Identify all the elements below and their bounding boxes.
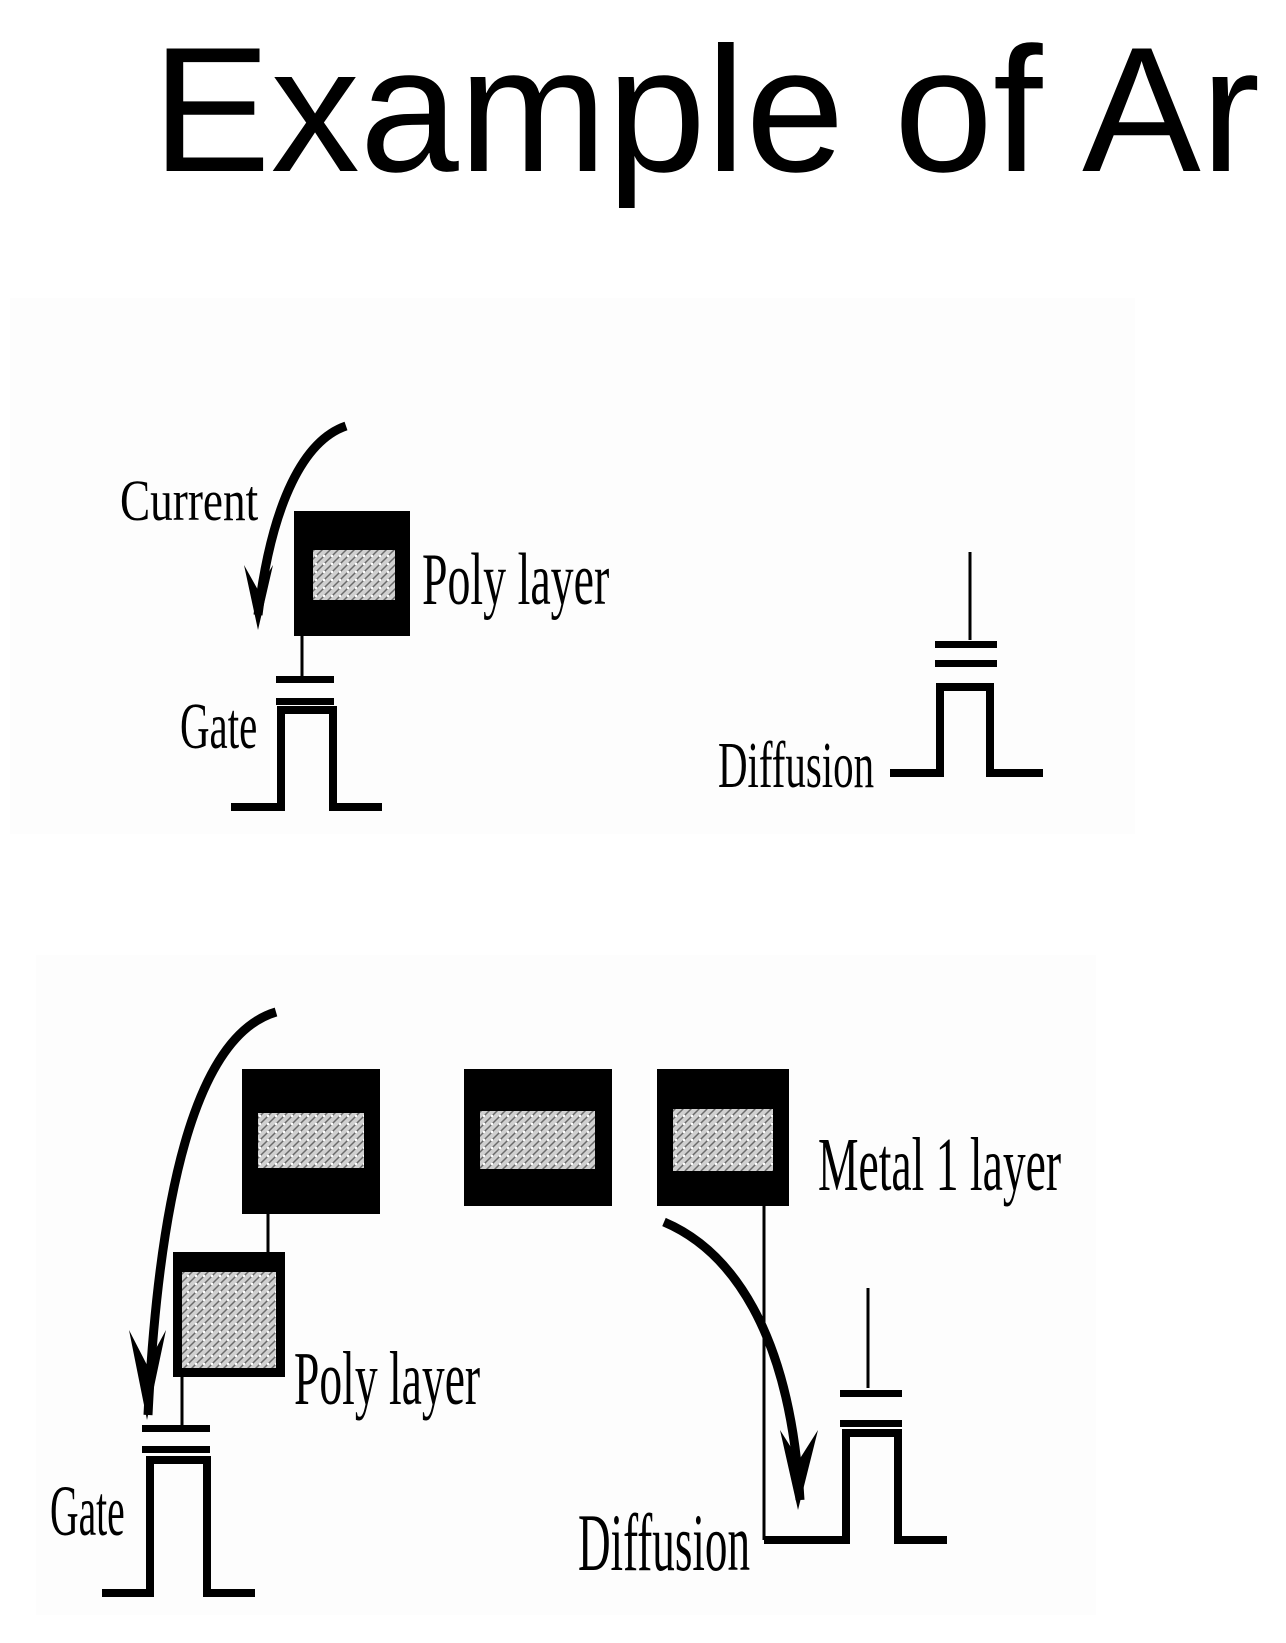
bottom-gate-label: Gate [50,1471,125,1552]
current-label: Current [120,470,259,534]
top-gate-label: Gate [180,689,257,762]
top-poly-block [294,511,410,636]
bottom-diffusion-label: Diffusion [578,1498,750,1588]
metal-1-layer-label: Metal 1 layer [818,1122,1061,1207]
metal-block-2 [464,1069,612,1206]
top-current-arrow [244,421,348,630]
metal-block-1 [242,1069,380,1214]
bottom-diffusion-transistor [764,1288,947,1544]
slide-title: Example of Ar [152,10,1261,209]
bottom-current-arrow-left [129,1007,278,1420]
bottom-diffusion-wire-and-arrow [662,1206,818,1540]
top-poly-label: Poly layer [422,539,609,621]
top-gate-transistor [231,636,382,811]
bottom-poly-label: Poly layer [294,1336,480,1421]
top-diffusion-label: Diffusion [718,728,874,801]
bottom-poly-block [173,1252,285,1377]
top-diffusion-transistor [890,552,1043,777]
bottom-gate-transistor [102,1377,255,1597]
top-diagram-panel [10,298,1135,834]
metal-block-3 [657,1069,789,1206]
